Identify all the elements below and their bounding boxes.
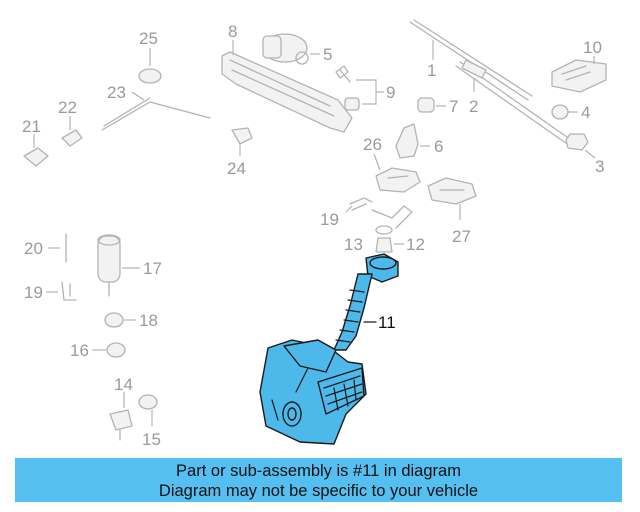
part-16-grommet [92, 342, 126, 358]
banner-line-disclaimer: Diagram may not be specific to your vehi… [158, 482, 479, 500]
callout-19-left: 19 [24, 283, 43, 302]
callout-5: 5 [323, 45, 332, 64]
part-13-seal [375, 225, 393, 235]
banner-line-part-number: Part or sub-assembly is #11 in diagram [176, 462, 461, 480]
part-3-nut [565, 133, 596, 159]
callout-17: 17 [143, 259, 162, 278]
callout-11: 11 [378, 313, 396, 332]
callout-15: 15 [142, 430, 161, 449]
part-17-washer-pump [97, 234, 140, 297]
callout-19-right: 19 [320, 210, 339, 229]
callout-2: 2 [469, 97, 478, 116]
part-19-elbow [46, 281, 77, 301]
callout-14: 14 [114, 375, 133, 394]
part-25-grommet [138, 48, 162, 84]
part-2-wiper-arm [455, 59, 575, 147]
part-4-nut [551, 104, 578, 120]
part-22-connector [61, 116, 83, 147]
callout-9: 9 [386, 83, 395, 102]
callout-13: 13 [344, 235, 363, 254]
part-19-connector [345, 197, 413, 229]
part-18-grommet [104, 312, 136, 328]
callout-8: 8 [228, 22, 237, 41]
callout-12: 12 [406, 235, 425, 254]
callout-23: 23 [107, 83, 126, 102]
part-20-pin [48, 233, 67, 263]
info-banner: Part or sub-assembly is #11 in diagram D… [15, 458, 622, 502]
part-9-bolt-and-nut [335, 65, 384, 111]
callout-4: 4 [581, 103, 590, 122]
callout-labels: 1 2 3 4 5 6 7 8 9 10 11 12 13 14 15 16 1… [22, 22, 604, 449]
callout-6: 6 [434, 137, 443, 156]
part-26-washer-nozzle [373, 153, 421, 193]
part-7-grommet [417, 97, 446, 113]
part-15-seal [138, 394, 158, 426]
part-14-sensor [109, 392, 133, 441]
callout-10: 10 [583, 38, 602, 57]
part-10-cover [551, 56, 607, 93]
part-8-wiper-linkage [221, 40, 353, 133]
part-6-bracket [395, 123, 430, 159]
callout-24: 24 [227, 159, 246, 178]
callout-22: 22 [58, 98, 77, 117]
callout-21: 21 [22, 117, 41, 136]
callout-18: 18 [139, 311, 158, 330]
part-5-wiper-motor [262, 33, 320, 65]
part-23-hose [101, 91, 211, 131]
part-11-washer-reservoir[interactable] [259, 253, 399, 445]
callout-16: 16 [70, 341, 89, 360]
callout-1: 1 [427, 61, 436, 80]
callout-27: 27 [452, 227, 471, 246]
part-27-washer-nozzle [427, 177, 477, 220]
part-1-wiper-arm [409, 19, 533, 101]
callout-25: 25 [139, 29, 158, 48]
part-21-nozzle [23, 134, 49, 167]
callout-26: 26 [363, 135, 382, 154]
callout-20: 20 [24, 239, 43, 258]
part-12-cap [375, 237, 404, 253]
callout-7: 7 [449, 97, 458, 116]
callout-3: 3 [595, 157, 604, 176]
part-24-connector [231, 127, 253, 156]
